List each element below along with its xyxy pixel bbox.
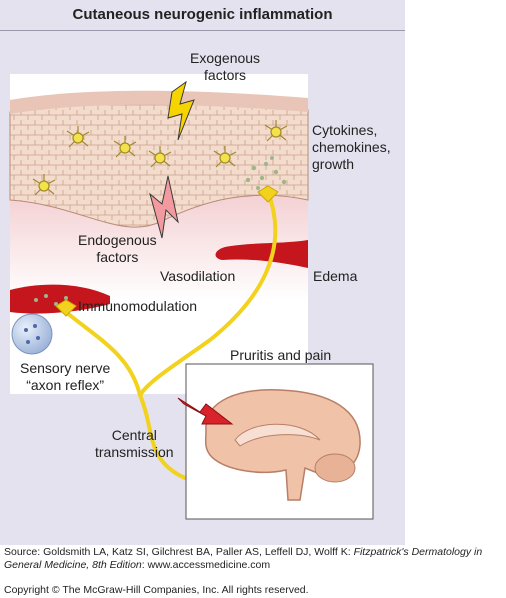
source-book-title: Fitzpatrick's Dermatology in General Med… [4,546,483,571]
label-pruritis-pain: Pruritis and pain [230,347,332,363]
dendritic-cell [213,146,237,168]
label-sensory-nerve: Sensory nerve “axon reflex” [20,360,111,393]
dendritic-cell [113,136,137,158]
exogenous-bolt-icon [167,80,195,141]
nerve-endings [55,185,279,317]
vessel-particles [34,294,68,306]
mast-cell [11,313,53,355]
label-exogenous-factors: Exogenous factors [190,50,261,83]
dendritic-cell [148,146,172,168]
source-citation: Source: Goldsmith LA, Katz SI, Gilchrest… [4,546,506,572]
signal-arrow-icon [177,397,234,425]
dermis-layer [10,194,308,300]
stratum-corneum [10,90,308,114]
label-immunomodulation: Immunomodulation [78,298,198,314]
released-mediators [245,156,287,190]
dendritic-cell [66,126,90,148]
label-endogenous-factors: Endogenous factors [78,232,157,265]
title-divider [0,30,405,31]
copyright-notice: Copyright © The McGraw-Hill Companies, I… [4,584,309,596]
sensory-nerve [64,190,278,480]
label-central-transmission: Central transmission [95,427,174,460]
dendritic-cells [32,120,288,196]
dendritic-cell [32,174,56,196]
diagram-title: Cutaneous neurogenic inflammation [72,6,333,23]
dendritic-cell [264,120,288,142]
skin-tissue [9,74,309,394]
label-vasodilation: Vasodilation [160,268,236,284]
source-prefix: Source: Goldsmith LA, Katz SI, Gilchrest… [4,546,354,558]
source-suffix: : www.accessmedicine.com [141,559,271,571]
endogenous-bolt-icon [149,175,179,239]
label-cytokines: Cytokines, chemokines, growth [312,122,391,172]
label-edema: Edema [313,268,358,284]
blood-vessel-upper [215,240,308,268]
brain-inset [177,363,374,520]
blood-vessel-lower [10,284,110,314]
